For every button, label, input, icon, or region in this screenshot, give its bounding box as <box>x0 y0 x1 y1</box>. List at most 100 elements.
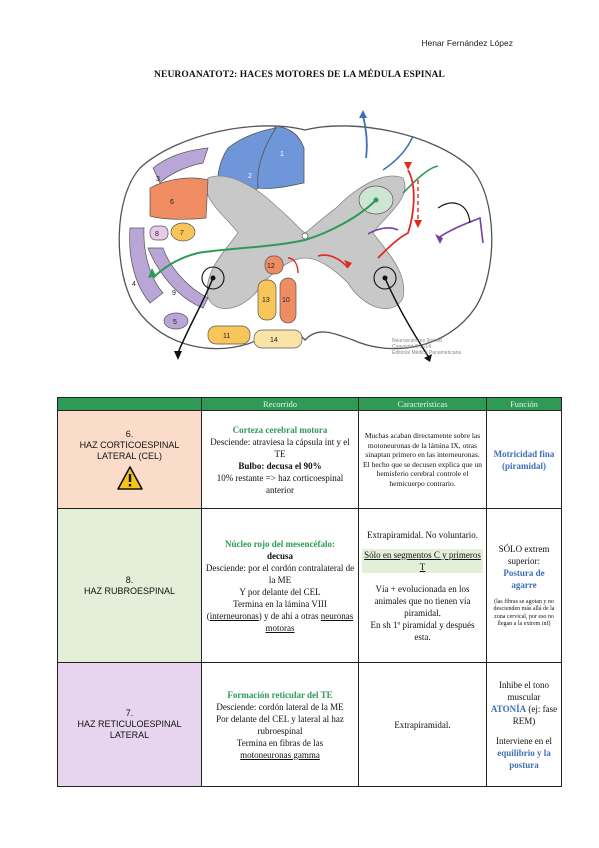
recorrido-line: Desciende: atraviesa la cápsula int y el… <box>210 436 350 459</box>
label-6: 6 <box>170 199 174 206</box>
funcion-line: Postura de agarre <box>503 567 545 590</box>
label-5: 5 <box>173 319 177 326</box>
header-recorrido: Recorrido <box>201 397 359 411</box>
tract-name-cell: 7. HAZ RETICULOESPINAL LATERAL <box>57 662 202 787</box>
tract-10 <box>279 277 297 324</box>
recorrido-line: Y por delante del CEL <box>239 586 321 597</box>
recorrido-cell: Corteza cerebral motora Desciende: atrav… <box>201 410 359 509</box>
tract-name: HAZ RUBROESPINAL <box>83 585 176 596</box>
tract-12 <box>264 255 284 275</box>
recorrido-line: Desciende: cordón lateral de la ME <box>216 701 344 712</box>
caracteristica: Sólo en segmentos C y primeros T <box>362 548 483 573</box>
origin: Formación reticular del TE <box>227 689 333 700</box>
funcion-cell: Inhibe el tono muscular ATONÍA (ej: fase… <box>486 662 562 787</box>
header-funcion: Función <box>486 397 562 411</box>
table-row: 7. HAZ RETICULOESPINAL LATERAL Formación… <box>57 662 562 787</box>
label-3: 3 <box>156 176 160 183</box>
label-12: 12 <box>267 263 275 270</box>
label-8: 8 <box>155 231 159 238</box>
recorrido-line: Bulbo: decusa el 90% <box>238 460 322 471</box>
funcion-cell: SÓLO extrem superior: Postura de agarre … <box>486 508 562 663</box>
decusa-label: decusa <box>266 550 293 561</box>
tract-number: 7. <box>125 708 134 718</box>
tract-name-cell: 6. HAZ CORTICOESPINAL LATERAL (CEL) <box>57 410 202 509</box>
caracteristica: Vía + evolucionada en los animales que n… <box>374 583 471 618</box>
tract-7 <box>170 222 196 242</box>
table-row: 8. HAZ RUBROESPINAL Núcleo rojo del mese… <box>57 508 562 663</box>
funcion-line: SÓLO extrem superior: <box>498 543 550 566</box>
caracteristicas-cell: Extrapiramidal. <box>358 662 487 787</box>
header-caracteristicas: Características <box>358 397 487 411</box>
funcion-line: Inhibe el tono muscular <box>499 679 549 702</box>
recorrido-line: 10% restante => haz corticoespinal anter… <box>216 472 344 495</box>
tract-6 <box>149 177 209 220</box>
label-14: 14 <box>270 337 278 344</box>
figure-credit: Neurosciences 2nd ed Copyright © 2014 Ed… <box>392 338 512 357</box>
tract-name-cell: 8. HAZ RUBROESPINAL <box>57 508 202 663</box>
recorrido-cell: Formación reticular del TE Desciende: co… <box>201 662 359 787</box>
tract-3 <box>152 147 209 184</box>
label-7: 7 <box>180 230 184 237</box>
tract-name: HAZ CORTICOESPINAL LATERAL (CEL) <box>79 440 180 461</box>
author-name: Henar Fernández López <box>421 38 513 48</box>
tract-14 <box>253 329 303 349</box>
text-part: ) y de ahí a otras <box>258 610 321 621</box>
label-1: 1 <box>280 151 284 158</box>
caracteristicas-cell: Extrapiramidal. No voluntario. Sólo en s… <box>358 508 487 663</box>
tract-4 <box>129 227 164 304</box>
origin: Corteza cerebral motora <box>232 424 328 435</box>
central-canal <box>301 232 309 240</box>
funcion-cell: Motricidad fina (piramidal) <box>486 410 562 509</box>
tracts-table: Recorrido Características Función 6. HAZ… <box>57 397 562 787</box>
label-10: 10 <box>282 297 290 304</box>
tract-13 <box>257 279 277 321</box>
purple-fiber <box>437 216 484 244</box>
credit-line: Editorial Médica Panamericana <box>392 350 462 357</box>
label-11: 11 <box>223 333 230 340</box>
black-fiber-right <box>384 277 429 357</box>
label-2: 2 <box>248 173 252 180</box>
credit-line: Neurosciences 2nd ed <box>392 338 442 344</box>
tract-8 <box>149 225 169 241</box>
tract-number: 8. <box>125 574 134 585</box>
funcion-line: ATONÍA (ej: fase REM) <box>490 703 558 727</box>
table-row: 6. HAZ CORTICOESPINAL LATERAL (CEL) Cort… <box>57 410 562 509</box>
header-blank <box>57 397 202 411</box>
text-part: (ej: fase REM) <box>512 703 558 726</box>
label-4: 4 <box>132 281 136 288</box>
funcion-line: Interviene en el <box>496 735 552 746</box>
tract-11 <box>207 325 251 345</box>
tract-number: 6. <box>125 429 134 439</box>
text-part: Termina en la lámina VIII ( <box>206 598 327 621</box>
text-part: neuronas motoras <box>265 610 354 633</box>
funcion-note: (las fibras se agotan y no descienden má… <box>493 598 555 628</box>
green-fiber <box>152 199 377 279</box>
origin: Núcleo rojo del mesencéfalo: <box>224 538 336 549</box>
tract-5 <box>163 312 189 330</box>
red-fiber <box>377 169 415 259</box>
funcion-line: equilibrio y la postura <box>497 747 551 770</box>
atonia-label: ATONÍA <box>490 703 527 714</box>
black-fiber-left <box>177 277 214 354</box>
neuron-left <box>201 266 225 290</box>
recorrido-line: Por delante del CEL y lateral al haz rub… <box>216 713 344 736</box>
caracteristicas-cell: Muchas acaban directamente sobre las mot… <box>358 410 487 509</box>
recorrido-cell: Núcleo rojo del mesencéfalo: decusa Desc… <box>201 508 359 663</box>
label-13: 13 <box>262 297 270 304</box>
tract-name: HAZ RETICULOESPINAL LATERAL <box>77 719 182 740</box>
page-title: NEUROANATOT2: HACES MOTORES DE LA MÉDULA… <box>154 70 445 80</box>
credit-line: Copyright © 2014 <box>392 344 431 351</box>
label-9: 9 <box>172 290 176 297</box>
recorrido-line: Termina en fibras de las <box>236 737 324 748</box>
recorrido-line: Termina en la lámina VIII (interneuronas… <box>205 598 355 634</box>
blue-fiber <box>362 115 368 159</box>
text-part: interneuronas <box>209 610 259 621</box>
caracteristica: En sh 1º piramidal y después esta. <box>370 619 475 642</box>
spinal-cord-diagram: 1 2 3 6 8 7 4 9 5 11 14 12 13 10 <box>118 110 493 362</box>
neuron-right <box>373 266 397 290</box>
warning-icon <box>116 466 143 490</box>
caracteristica: Extrapiramidal. No voluntario. <box>367 529 478 540</box>
recorrido-line: motoneuronas gamma <box>240 749 320 760</box>
table-header-row: Recorrido Características Función <box>57 397 562 411</box>
recorrido-line: Desciende: por el cordón contralateral d… <box>205 562 355 585</box>
